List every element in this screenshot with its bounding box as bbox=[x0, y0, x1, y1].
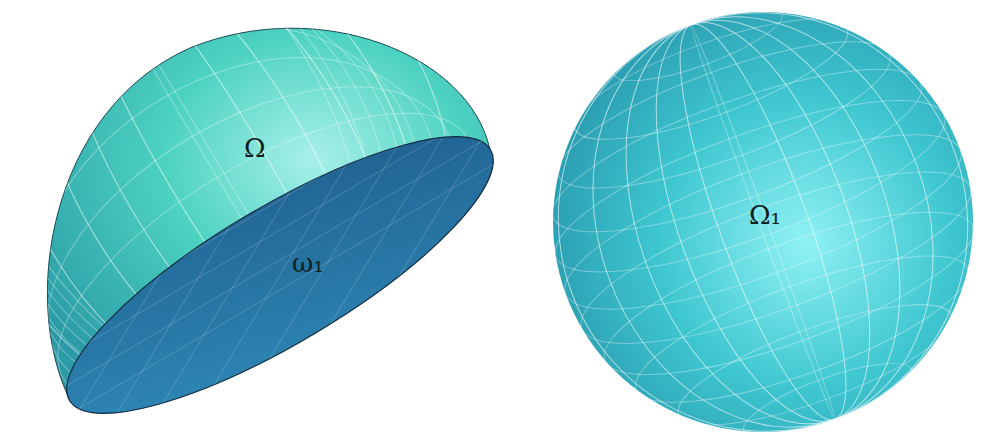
region-label: Ω₁ bbox=[749, 202, 781, 228]
region-label: Ω bbox=[244, 135, 266, 161]
face-label: ω₁ bbox=[292, 250, 324, 276]
